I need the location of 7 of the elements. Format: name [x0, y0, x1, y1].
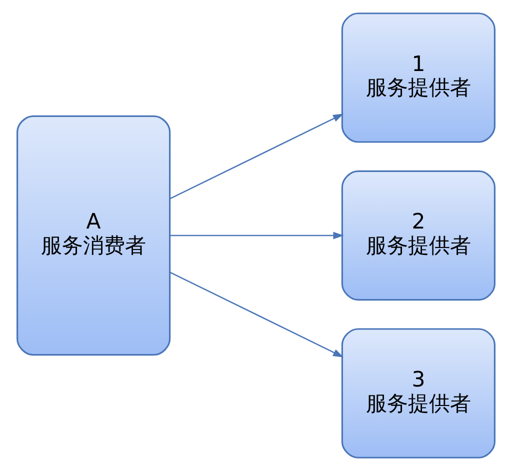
- arrow: [169, 272, 344, 358]
- node-box: 3 服务提供者: [340, 328, 495, 458]
- arrow: [170, 232, 344, 240]
- node-box: 2 服务提供者: [340, 170, 495, 301]
- arrow: [169, 114, 344, 200]
- node-box: A 服务消费者: [16, 115, 170, 356]
- node-box: 1 服务提供者: [340, 12, 495, 143]
